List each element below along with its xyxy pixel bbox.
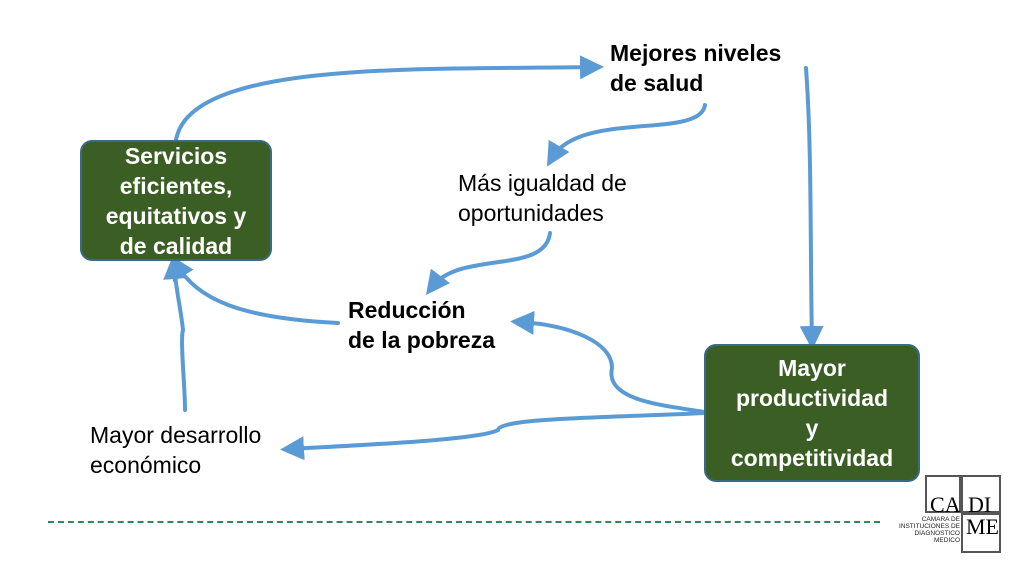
logo-di: DI: [968, 492, 992, 517]
arrow-igualdad-to-reduccion: [425, 231, 552, 295]
servicios-line-2: eficientes,: [119, 172, 233, 199]
arrow-productividad-to-reduccion: [510, 310, 707, 414]
cadime-logo: CA DI ME CAMARA DE INSTITUCIONES DE DIAG…: [899, 474, 1002, 554]
servicios-box: Servicios eficientes, equitativos y de c…: [80, 140, 272, 261]
reduccion-line-1: Reducción: [348, 297, 466, 323]
desarrollo-label: Mayor desarrollo económico: [90, 420, 261, 480]
desarrollo-line-2: económico: [90, 452, 202, 478]
productividad-box: Mayor productividad y competitividad: [704, 344, 920, 482]
igualdad-label: Más igualdad de oportunidades: [458, 168, 627, 228]
productividad-line-1: Mayor: [778, 355, 846, 381]
footer-dashed-line: [48, 521, 880, 523]
servicios-line-3: equitativos y: [105, 202, 247, 229]
productividad-line-4: competitividad: [730, 445, 894, 471]
logo-sub-3: DIAGNOSTICO: [914, 530, 960, 537]
igualdad-line-2: oportunidades: [458, 200, 604, 226]
reduccion-pobreza-label: Reducción de la pobreza: [348, 295, 495, 355]
mejores-salud-line-2: de salud: [610, 70, 704, 96]
mejores-salud-line-1: Mejores niveles: [610, 40, 782, 66]
desarrollo-line-1: Mayor desarrollo: [90, 422, 262, 448]
logo-frame: [925, 475, 1001, 553]
servicios-line-4: de calidad: [119, 232, 233, 259]
arrow-servicios-to-salud: [174, 55, 604, 142]
reduccion-line-2: de la pobreza: [348, 327, 495, 353]
igualdad-line-1: Más igualdad de: [458, 170, 627, 196]
arrow-salud-to-igualdad: [546, 103, 707, 167]
logo-ca: CA: [930, 492, 961, 517]
logo-sub-1: CAMARA DE: [921, 516, 960, 523]
arrow-salud-to-productividad: [799, 66, 824, 350]
arrow-reduccion-to-servicios: [170, 255, 340, 325]
productividad-line-2: productividad: [735, 385, 889, 411]
productividad-line-3: y: [805, 415, 819, 441]
arrow-productividad-to-desarrollo: [280, 411, 707, 461]
servicios-line-1: Servicios: [124, 142, 228, 169]
logo-me: ME: [966, 514, 999, 539]
mejores-salud-label: Mejores niveles de salud: [610, 38, 781, 98]
arrow-desarrollo-to-servicios: [163, 255, 188, 412]
logo-sub-2: INSTITUCIONES DE: [898, 523, 960, 530]
logo-sub-4: MEDICO: [934, 537, 960, 544]
logo-subtitle: CAMARA DE INSTITUCIONES DE DIAGNOSTICO M…: [890, 516, 960, 544]
